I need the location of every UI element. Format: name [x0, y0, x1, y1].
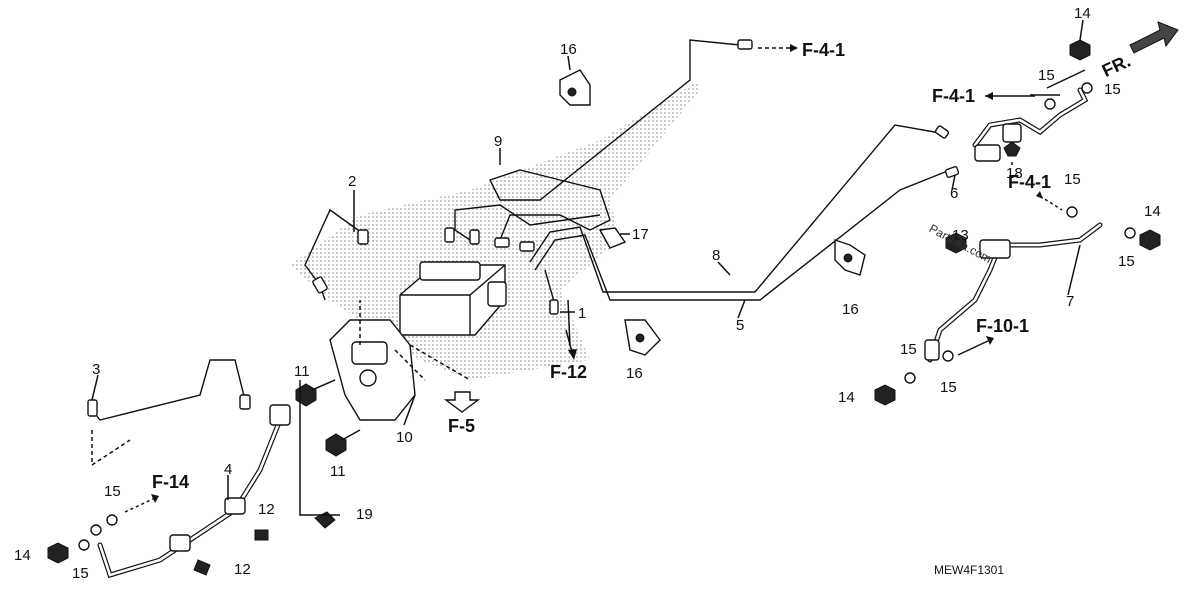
callout-15d: 15 [1118, 253, 1135, 270]
abs-modulator [329, 261, 507, 421]
callout-2: 2 [348, 173, 356, 190]
callout-15c: 15 [1064, 171, 1081, 188]
diagram-code: MEW4F1301 [934, 563, 1004, 577]
ref-arrow-f5 [443, 391, 481, 413]
callout-14a: 14 [1074, 5, 1091, 22]
brake-tube-9 [454, 39, 753, 241]
callout-15b: 15 [1104, 81, 1121, 98]
callout-18: 18 [1006, 165, 1023, 182]
brake-hose-6 [972, 87, 1089, 162]
leader-lines [91, 19, 1086, 516]
brake-tube-3 [87, 359, 251, 467]
callout-11b: 11 [330, 463, 346, 480]
ref-f14: F-14 [152, 472, 189, 492]
bolt-12b [193, 559, 211, 576]
bolt-13 [945, 232, 967, 254]
bolt-12a [254, 529, 269, 541]
callout-15f: 15 [940, 379, 957, 396]
bolt-18 [1003, 141, 1021, 157]
ref-arrow-f14 [124, 494, 159, 513]
ref-arrow-f41-right [1036, 191, 1063, 211]
clamp-16-mid [834, 239, 866, 276]
brake-tube-2 [304, 208, 535, 301]
ref-f101: F-10-1 [976, 316, 1029, 336]
ref-f5: F-5 [448, 416, 475, 436]
callout-15a: 15 [1038, 67, 1055, 84]
ref-f12: F-12 [550, 362, 587, 382]
clip-17 [598, 227, 627, 249]
callout-14d: 14 [14, 547, 31, 564]
bolt-19 [314, 511, 336, 529]
callout-14c: 14 [838, 389, 855, 406]
callout-16a: 16 [560, 41, 577, 58]
ref-fr: FR. [1099, 51, 1134, 81]
callout-9: 9 [494, 133, 502, 150]
callout-17: 17 [632, 226, 649, 243]
ref-arrow-f12 [565, 329, 577, 360]
ref-arrow-f101 [957, 336, 994, 356]
stipple-area [290, 80, 700, 380]
ref-arrow-f41-top [758, 44, 798, 52]
callout-1: 1 [578, 305, 586, 322]
ref-f41-mid: F-4-1 [932, 86, 975, 106]
ref-f41-top: F-4-1 [802, 40, 845, 60]
fr-arrow-icon [1129, 21, 1179, 54]
callout-11a: 11 [294, 363, 310, 380]
washers-15 [78, 82, 1136, 551]
callout-3: 3 [92, 361, 100, 378]
bolt-11b [325, 429, 361, 457]
callout-12b: 12 [234, 561, 251, 578]
callout-15g: 15 [104, 483, 121, 500]
callout-5: 5 [736, 317, 744, 334]
callout-8: 8 [712, 247, 720, 264]
bolt-14-bottom [874, 384, 896, 406]
callout-10: 10 [396, 429, 413, 446]
ref-arrow-f41-mid [985, 92, 1035, 100]
clamp-16-top [559, 69, 591, 106]
ref-f41-right: F-4-1 [1008, 172, 1051, 192]
callout-15e: 15 [900, 341, 917, 358]
bolt-11a [295, 379, 336, 407]
callout-14b: 14 [1144, 203, 1161, 220]
clamp-16-low [624, 319, 661, 356]
brake-hose-7 [924, 222, 1103, 363]
callout-16c: 16 [626, 365, 643, 382]
callout-4: 4 [224, 461, 232, 478]
callout-6: 6 [950, 185, 958, 202]
brake-hose-4 [97, 404, 291, 579]
brake-tubes-main [529, 124, 960, 315]
callout-13: 13 [952, 227, 969, 244]
callout-7: 7 [1066, 293, 1074, 310]
bolt-14-topright [1069, 39, 1091, 61]
callout-15h: 15 [72, 565, 89, 582]
callout-12a: 12 [258, 501, 275, 518]
callout-19: 19 [356, 506, 373, 523]
bolt-14-right [1139, 229, 1161, 251]
bolt-14-left [47, 542, 69, 564]
callout-16b: 16 [842, 301, 859, 318]
